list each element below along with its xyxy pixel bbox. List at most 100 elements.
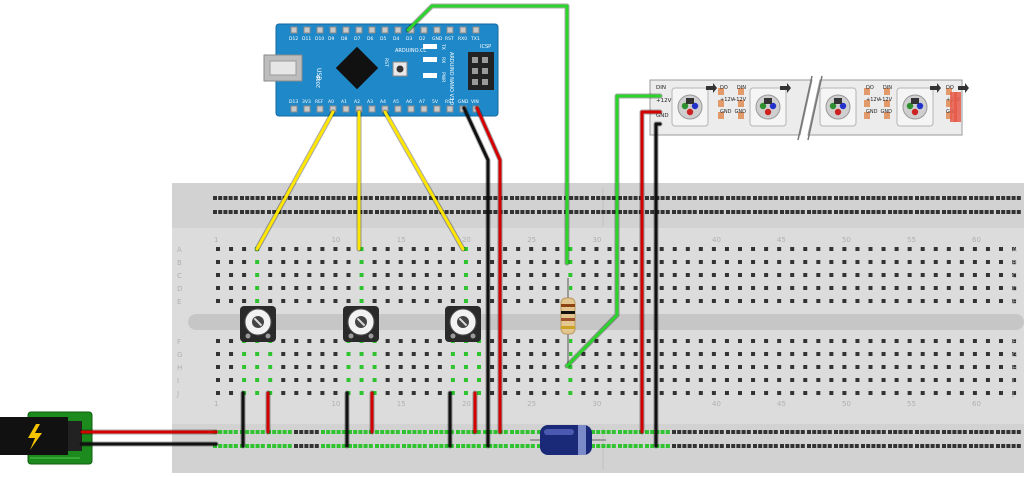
rail-hole <box>353 444 358 448</box>
column-label-top: 1 <box>214 236 218 244</box>
rail-hole <box>709 444 714 448</box>
rail-hole <box>498 444 503 448</box>
rail-hole <box>336 196 341 200</box>
rail-hole <box>795 444 800 448</box>
pad-label: +12V <box>878 97 893 103</box>
rail-hole <box>520 210 525 214</box>
breadboard-hole <box>685 260 690 264</box>
breadboard-hole <box>685 352 690 356</box>
breadboard-hole <box>685 247 690 251</box>
breadboard-hole <box>229 352 234 356</box>
rail-hole <box>1016 196 1021 200</box>
rail-hole <box>807 210 811 214</box>
led-controller-die <box>764 98 772 104</box>
breadboard-hole <box>711 378 716 382</box>
rail-hole <box>596 196 601 200</box>
rail-hole <box>935 430 940 434</box>
pad-label: DIN <box>883 85 892 91</box>
rail-hole <box>218 444 223 448</box>
breadboard-hole <box>542 391 547 395</box>
rail-hole <box>854 444 859 448</box>
rail-hole <box>250 210 255 214</box>
breadboard-hole <box>907 378 912 382</box>
breadboard-hole <box>907 299 912 303</box>
rail-hole <box>741 430 746 434</box>
arduino-pin <box>446 26 454 34</box>
solder-pad <box>738 112 744 119</box>
rail-hole <box>510 444 514 448</box>
rail-hole <box>903 196 908 200</box>
rail-hole <box>692 210 697 214</box>
led-red-die-icon <box>764 108 772 116</box>
arduino-pin <box>381 26 389 34</box>
breadboard-hole <box>738 286 742 290</box>
rail-hole <box>375 430 379 434</box>
breadboard-hole <box>516 260 521 264</box>
rail-hole <box>704 444 709 448</box>
rail-hole <box>849 196 854 200</box>
solder-pad <box>864 88 870 95</box>
pad-label: GND <box>881 109 893 115</box>
rail-hole <box>952 196 957 200</box>
breadboard-hole <box>229 299 234 303</box>
rail-hole <box>1016 210 1021 214</box>
rail-hole <box>623 444 628 448</box>
breadboard-hole <box>216 260 220 264</box>
breadboard-hole <box>529 365 534 369</box>
rail-hole <box>785 444 790 448</box>
rail-hole <box>456 430 460 434</box>
breadboard-hole <box>229 365 234 369</box>
breadboard-hole <box>620 365 625 369</box>
breadboard-hole <box>450 299 455 303</box>
pwr-label: PWR <box>440 72 446 82</box>
rail-hole <box>920 196 925 200</box>
rail-hole <box>714 444 719 448</box>
breadboard-hole <box>803 339 808 343</box>
rail-hole <box>304 430 309 434</box>
breadboard-hole <box>764 299 769 303</box>
rail-hole <box>645 444 649 448</box>
breadboard-hole <box>1012 247 1017 251</box>
rail-hole <box>827 444 832 448</box>
rail-hole <box>866 430 871 434</box>
solder-pad <box>946 100 952 107</box>
arduino-pin-label: 3V3 <box>302 99 311 105</box>
breadboard-hole <box>829 352 834 356</box>
rail-hole <box>1011 210 1016 214</box>
rail-hole <box>952 444 957 448</box>
rail-hole <box>294 210 298 214</box>
breadboard-hole <box>711 352 716 356</box>
rail-hole <box>510 210 514 214</box>
breadboard-hole <box>881 286 886 290</box>
breadboard-hole <box>333 260 338 264</box>
arduino-pin-label: D6 <box>367 36 373 42</box>
row-label: C <box>177 272 182 280</box>
breadboard-hole <box>320 260 325 264</box>
rail-hole <box>321 430 325 434</box>
rail-hole <box>753 196 757 200</box>
potentiometer-slot <box>458 317 468 327</box>
rail-hole <box>476 444 481 448</box>
rail-hole <box>746 430 751 434</box>
breadboard-hole <box>216 286 220 290</box>
rail-hole <box>682 430 687 434</box>
breadboard-hole <box>920 365 925 369</box>
rail-hole <box>412 444 417 448</box>
rail-hole <box>233 210 238 214</box>
rail-hole <box>665 210 670 214</box>
breadboard-hole <box>829 260 834 264</box>
breadboard-hole <box>920 352 925 356</box>
rail-hole <box>989 196 994 200</box>
rail-hole <box>321 196 325 200</box>
breadboard-hole <box>372 391 377 395</box>
rail-hole <box>503 210 508 214</box>
wire-yellow-a2 <box>383 110 465 251</box>
breadboard-hole <box>633 391 638 395</box>
breadboard-hole <box>868 260 873 264</box>
rail-hole <box>537 210 541 214</box>
rail-hole <box>218 196 223 200</box>
breadboard-hole <box>216 365 220 369</box>
rail-hole <box>260 196 265 200</box>
